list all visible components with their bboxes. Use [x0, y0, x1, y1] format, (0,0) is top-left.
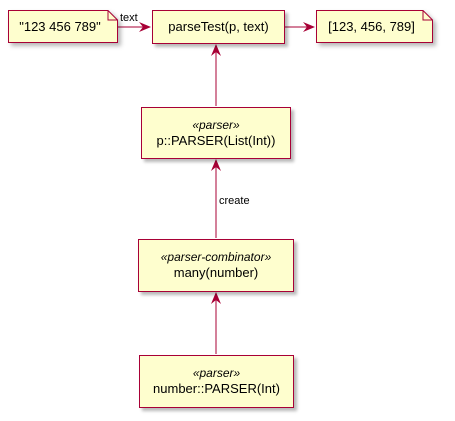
number-parser-stereotype: «parser»: [192, 366, 241, 380]
note-shape: [316, 10, 433, 43]
input-note-text: "123 456 789": [19, 19, 101, 34]
edge-label-create: create: [219, 195, 250, 207]
number-parser-label: number::PARSER(Int): [153, 381, 280, 396]
many-number-stereotype: «parser-combinator»: [160, 250, 272, 264]
note-shape: [8, 10, 118, 43]
edge-label-text: text: [120, 12, 138, 24]
many-number-label: many(number): [173, 265, 259, 280]
parse-test-label: parseTest(p, text): [168, 19, 269, 34]
many-number-node: «parser-combinator» many(number): [138, 239, 294, 292]
output-note-text: [123, 456, 789]: [328, 19, 415, 34]
p-parser-node: «parser» p::PARSER(List(Int)): [141, 107, 291, 159]
output-note: [123, 456, 789]: [316, 10, 433, 43]
p-parser-stereotype: «parser»: [192, 117, 240, 132]
parse-test-node: parseTest(p, text): [152, 10, 285, 44]
number-parser-node: «parser» number::PARSER(Int): [139, 355, 294, 408]
input-note: "123 456 789": [8, 10, 118, 43]
p-parser-label: p::PARSER(List(Int)): [156, 132, 276, 148]
